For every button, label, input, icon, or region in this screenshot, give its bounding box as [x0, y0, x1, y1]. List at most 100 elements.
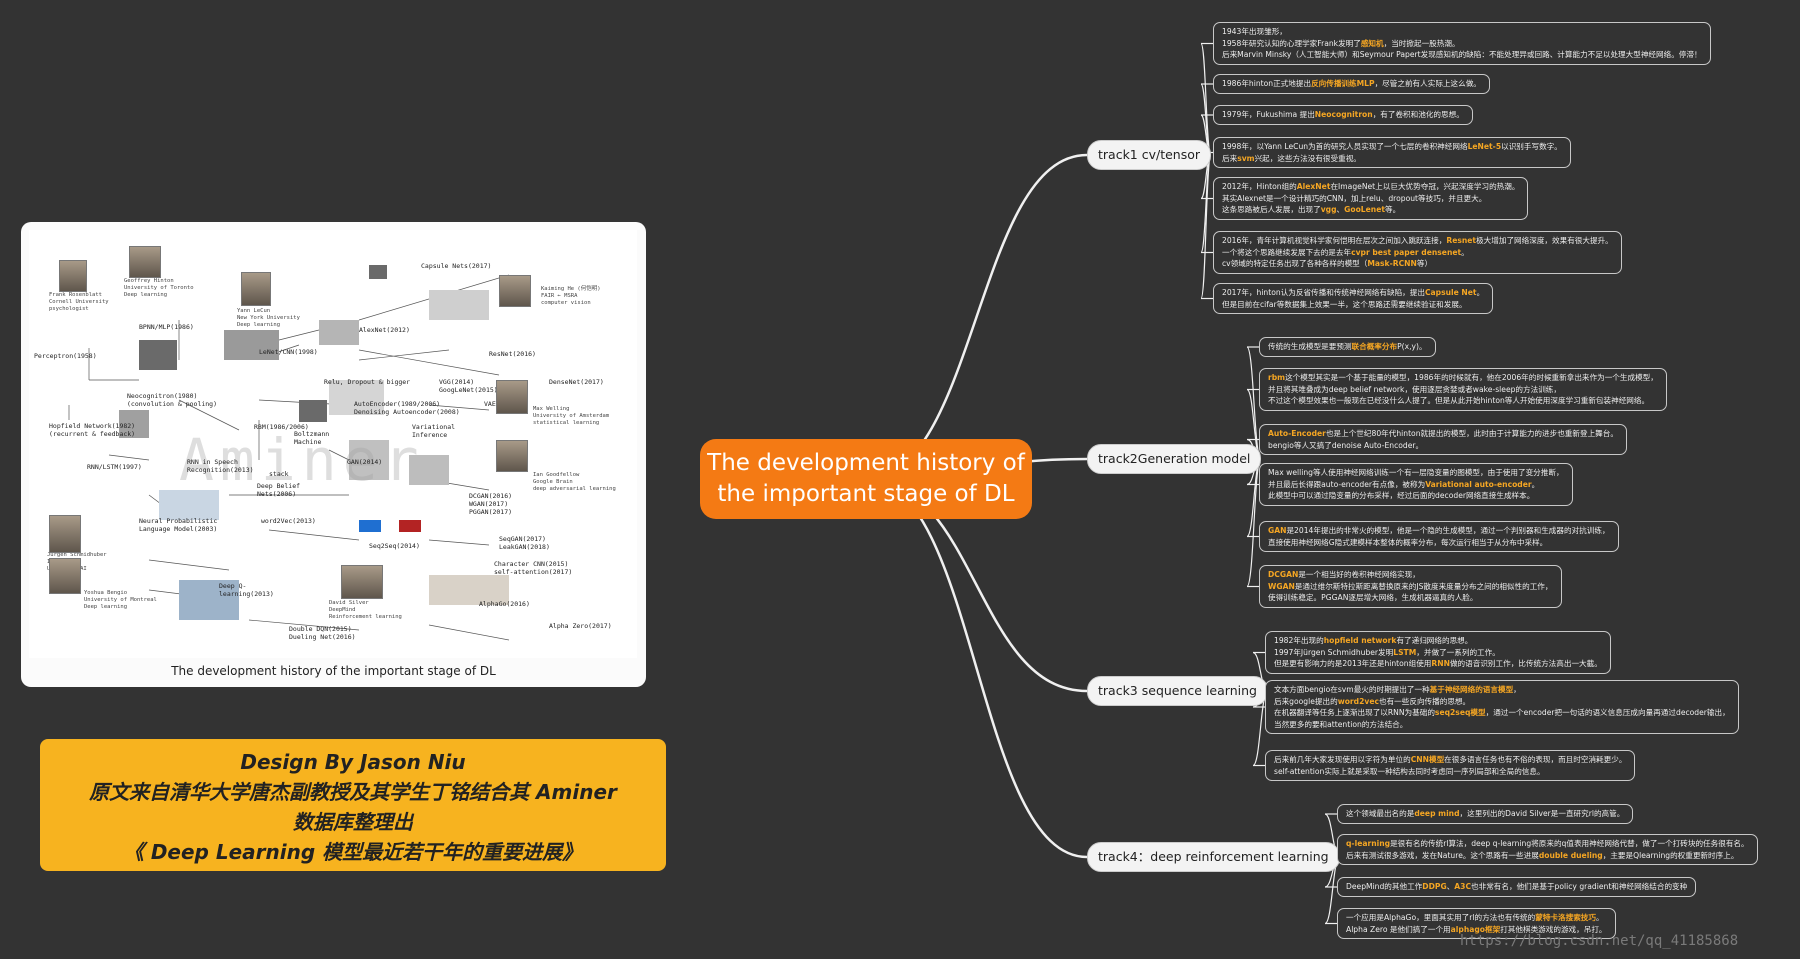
leaf-line: 传统的生成模型是要预测联合概率分布P(x,y)。	[1268, 341, 1427, 353]
leaf-line: 后来Marvin Minsky（人工智能大师）和Seymour Papert发现…	[1222, 49, 1702, 61]
track1-leaf-4[interactable]: 1998年，以Yann LeCun为首的研究人员实现了一个七层的卷积神经网络Le…	[1213, 137, 1571, 168]
figure-node-hopfield: Hopfield Network(1982) (recurrent & feed…	[49, 422, 136, 438]
figure-node-gan: GAN(2014)	[347, 458, 383, 466]
figure-node-vi: Variational Inference	[412, 423, 456, 439]
leaf-line: self-attention实际上就是采取一种结构去同时考虑同一序列局部和全局的…	[1274, 766, 1626, 778]
highlight-term: LSTM	[1393, 647, 1417, 657]
track2-leaf-1[interactable]: 传统的生成模型是要预测联合概率分布P(x,y)。	[1259, 337, 1436, 357]
leaf-text: 等）	[1416, 259, 1433, 268]
leaf-line: Alpha Zero 是他们搞了一个用alphago框架打其他棋类游戏的游戏，吊…	[1346, 924, 1607, 936]
leaf-line: 后来有测试很多游戏，发在Nature。这个思路有一些进展double dueli…	[1346, 850, 1749, 862]
highlight-term: seq2seq模型	[1434, 708, 1486, 717]
leaf-text: 1943年出现雏形，	[1222, 27, 1287, 36]
leaf-text: 有了递归网络的思想。	[1396, 636, 1473, 645]
leaf-text: 2017年，hinton认为反省传播和传统神经网络有缺陷，提出	[1222, 288, 1425, 297]
track1-leaf-6[interactable]: 2016年，青年计算机视觉科学家何恺明在层次之间加入跳跃连接，Resnet极大增…	[1213, 231, 1622, 274]
highlight-term: double dueling	[1538, 850, 1603, 860]
track2-leaf-4[interactable]: Max welling等人使用神经网络训练一个有一层隐变量的图模型，由于使用了变…	[1259, 463, 1573, 506]
connector	[865, 153, 1088, 481]
figure-node-perceptron: Perceptron(1958)	[34, 352, 97, 360]
highlight-term: q-learning	[1346, 839, 1391, 848]
leaf-line: 后来前几年大家发现使用以字符为单位的CNN模型在很多语言任务也有不俗的表现，而且…	[1274, 754, 1626, 766]
track-node-4[interactable]: track4：deep reinforcement learning	[1087, 842, 1340, 872]
track-node-3[interactable]: track3 sequence learning	[1087, 676, 1268, 706]
highlight-term: 感知机	[1360, 38, 1384, 48]
track1-leaf-2[interactable]: 1986年hinton正式地提出反向传播训练MLP，尽管之前有人实际上这么做。	[1213, 74, 1490, 94]
track4-leaf-1[interactable]: 这个领域最出名的是deep mind，这里列出的David Silver是一直研…	[1337, 804, 1634, 824]
track2-leaf-2[interactable]: rbm这个模型其实是一个基于能量的模型，1986年的时候就有，他在2006年的时…	[1259, 368, 1667, 411]
figure-node-bm: Boltzmann Machine	[294, 430, 330, 446]
leaf-text: 是很有名的传统rl算法，deep q-learning将原来的q值表用神经网络代…	[1390, 839, 1749, 848]
figure-node-dcgan: DCGAN(2016) WGAN(2017) PGGAN(2017)	[469, 492, 513, 516]
highlight-term: Resnet	[1446, 236, 1477, 245]
highlight-term: rbm	[1268, 373, 1286, 382]
person-photo-silver	[341, 565, 383, 599]
track1-leaf-5[interactable]: 2012年，Hinton组的AlexNet在ImageNet上以巨大优势夺冠，兴…	[1213, 177, 1529, 220]
track1-leaf-3[interactable]: 1979年，Fukushima 提出Neocognitron，有了卷积和池化的思…	[1213, 105, 1473, 125]
track4-leaf-2[interactable]: q-learning是很有名的传统rl算法，deep q-learning将原来…	[1337, 834, 1758, 865]
track3-leaf-2[interactable]: 文本方面bengio在svm最火的时期提出了一种基于神经网络的语言模型，后来go…	[1265, 680, 1739, 734]
leaf-line: 1958年研究认知的心理学家Frank发明了感知机，当时掀起一股热潮。	[1222, 38, 1702, 50]
leaf-text: 后来	[1222, 153, 1238, 163]
leaf-text: 不过这个模型效果也一般现在已经没什么人提了。但是从此开始hinton等人开始使用…	[1268, 396, 1650, 405]
figure-person-goodfellow: Ian Goodfellow Google Brain deep adversa…	[533, 472, 616, 492]
track3-leaf-1[interactable]: 1982年出现的hopfield network有了递归网络的思想。1997年J…	[1265, 631, 1611, 674]
leaf-line: 后来google提出的word2vec也有一些反向传播的思想。	[1274, 696, 1730, 708]
leaf-text: 做的语音识别工作，比传统方法高出一大截。	[1449, 659, 1602, 668]
leaf-line: 一个将这个思路继续发展下去的是去年cvpr best paper densene…	[1222, 247, 1613, 259]
leaf-line: rbm这个模型其实是一个基于能量的模型，1986年的时候就有，他在2006年的时…	[1268, 372, 1658, 384]
leaf-text: 但是目前在cifar等数据集上效果一半，这个思路还需要继续验证和发展。	[1222, 299, 1467, 309]
leaf-line: 一个应用是AlphaGo，里面其实用了rl的方法也有传统的蒙特卡洛搜索技巧。	[1346, 912, 1607, 924]
figure-node-lstm: RNN/LSTM(1997)	[87, 463, 142, 471]
leaf-text: bengio等人又搞了denoise Auto-Encoder。	[1268, 440, 1424, 450]
person-photo-he	[499, 275, 531, 307]
leaf-text: 。	[1476, 288, 1485, 297]
highlight-term: AlexNet	[1296, 182, 1331, 191]
figure-node-ddqn: Double DQN(2015) Dueling Net(2016)	[289, 625, 356, 641]
track-node-1[interactable]: track1 cv/tensor	[1087, 140, 1212, 170]
track3-leaf-3[interactable]: 后来前几年大家发现使用以字符为单位的CNN模型在很多语言任务也有不俗的表现，而且…	[1265, 750, 1636, 781]
track-node-2[interactable]: track2Generation model	[1087, 444, 1262, 474]
leaf-text: 也有一些反向传播的思想。	[1379, 696, 1471, 706]
track4-leaf-4[interactable]: 一个应用是AlphaGo，里面其实用了rl的方法也有传统的蒙特卡洛搜索技巧。Al…	[1337, 908, 1616, 939]
leaf-text: 这个模型其实是一个基于能量的模型，1986年的时候就有，他在2006年的时候重新…	[1285, 373, 1658, 382]
central-title-line2: the important stage of DL	[717, 481, 1015, 507]
track2-leaf-3[interactable]: Auto-Encoder也是上个世纪80年代hinton就提出的模型，此时由于计…	[1259, 424, 1627, 455]
highlight-term: Neocognitron	[1314, 110, 1373, 119]
track2-leaf-5[interactable]: GAN是2014年提出的非常火的模型，他是一个隐的生成模型，通过一个判别器和生成…	[1259, 521, 1619, 552]
leaf-line: 此模型中可以通过隐变量的分布采样，经过后面的decoder网络直接生成样本。	[1268, 490, 1564, 502]
highlight-term: CNN模型	[1410, 755, 1445, 764]
figure-node-bpnn: BPNN/MLP(1986)	[139, 323, 194, 331]
leaf-line: 1998年，以Yann LeCun为首的研究人员实现了一个七层的卷积神经网络Le…	[1222, 141, 1562, 153]
credits-line-title: 《 Deep Learning 模型最近若干年的重要进展》	[123, 840, 583, 864]
highlight-term: WGAN	[1268, 581, 1295, 591]
leaf-text: 1997年Jürgen Schmidhuber发明	[1274, 647, 1394, 657]
person-photo-bengio	[49, 558, 81, 594]
central-topic[interactable]: The development history of the important…	[700, 439, 1032, 519]
track2-leaf-6[interactable]: DCGAN是一个相当好的卷积神经网络实现，WGAN是通过维尔斯特拉斯距离替换原来…	[1259, 565, 1562, 608]
leaf-text: P(x,y)。	[1397, 342, 1427, 351]
leaf-line: 这个领域最出名的是deep mind，这里列出的David Silver是一直研…	[1346, 808, 1624, 820]
figure-node-alphazero: Alpha Zero(2017)	[549, 622, 612, 630]
leaf-text: 1998年，以Yann LeCun为首的研究人员实现了一个七层的卷积神经网络	[1222, 142, 1468, 151]
leaf-text: 1979年，Fukushima 提出	[1222, 110, 1315, 119]
leaf-line: 1943年出现雏形，	[1222, 26, 1702, 38]
person-photo-schmidhuber	[49, 515, 81, 553]
highlight-term: deep mind	[1414, 809, 1460, 818]
figure-node-nplm: Neural Probabilistic Language Model(2003…	[139, 517, 218, 533]
track1-leaf-7[interactable]: 2017年，hinton认为反省传播和传统神经网络有缺陷，提出Capsule N…	[1213, 283, 1494, 314]
leaf-text: 是2014年提出的非常火的模型，他是一个隐的生成模型，通过一个判别器和生成器的对…	[1286, 526, 1610, 535]
person-photo-rosenblatt	[59, 260, 87, 292]
leaf-line: 当然更多的要和attention的方法结合。	[1274, 719, 1730, 731]
figure-person-hinton: Geoffrey Hinton University of Toronto De…	[124, 278, 194, 298]
leaf-text: 等。	[1384, 205, 1401, 214]
track1-leaf-1[interactable]: 1943年出现雏形， 1958年研究认知的心理学家Frank发明了感知机，当时掀起…	[1213, 22, 1711, 65]
leaf-text: 传统的生成模型是要预测	[1268, 342, 1352, 351]
leaf-line: 文本方面bengio在svm最火的时期提出了一种基于神经网络的语言模型，	[1274, 684, 1730, 696]
leaf-line: 2012年，Hinton组的AlexNet在ImageNet上以巨大优势夺冠，兴…	[1222, 181, 1519, 193]
central-title-line1: The development history of	[707, 450, 1025, 476]
figure-arrows	[68, 265, 510, 641]
leaf-line: 在机器翻译等任务上逐渐出现了以RNN为基础的seq2seq模型，通过一个enco…	[1274, 707, 1730, 719]
highlight-term: cvpr best paper densenet	[1351, 247, 1462, 257]
track4-leaf-3[interactable]: DeepMind的其他工作DDPG、A3C也非常有名，他们是基于policy g…	[1337, 877, 1697, 897]
